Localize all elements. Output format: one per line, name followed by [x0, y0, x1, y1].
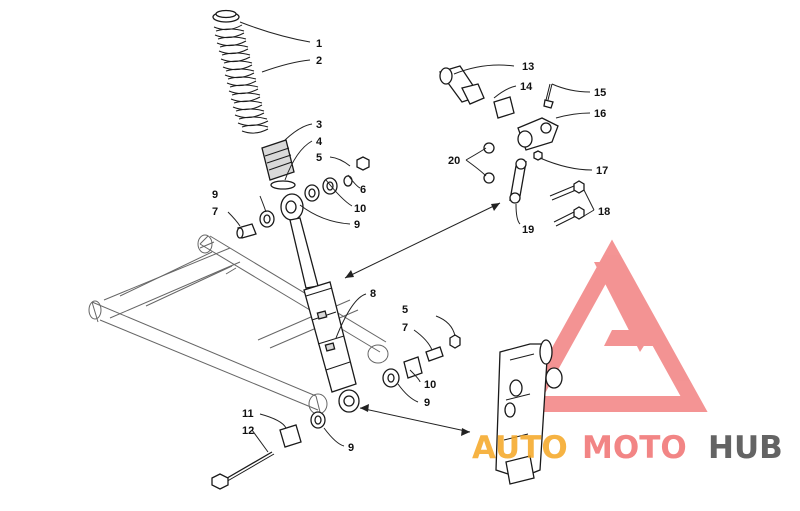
linkage-assembly: [438, 65, 585, 227]
callout-5-upper: 5: [316, 152, 322, 164]
callout-17: 17: [596, 165, 608, 177]
callout-1: 1: [316, 38, 322, 50]
callout-20: 20: [448, 155, 460, 167]
callout-6: 6: [360, 184, 366, 196]
callout-14: 14: [520, 81, 533, 93]
leader-lines: [227, 21, 595, 453]
callout-7-upper: 7: [212, 206, 218, 218]
watermark-hub: HUB: [708, 430, 783, 466]
callout-10-lower: 10: [424, 379, 436, 391]
callout-15: 15: [594, 87, 606, 99]
callout-9-upper-left: 9: [212, 189, 218, 201]
callout-7-lower: 7: [402, 322, 408, 334]
watermark-auto: AUTO: [472, 430, 568, 466]
callout-12: 12: [242, 425, 254, 437]
watermark-logo: [516, 239, 708, 412]
watermark-text: AUTO MOTO HUB: [472, 430, 783, 466]
callout-16: 16: [594, 108, 606, 120]
coil-spring: [212, 9, 269, 134]
shock-sleeve: [261, 139, 296, 190]
shock-absorber: [280, 193, 360, 413]
callout-19: 19: [522, 224, 534, 236]
upper-hardware: [236, 156, 370, 239]
callout-8: 8: [370, 288, 376, 300]
callout-numbers: 1 2 3 4 5 6 9 7 10 9 13 14 15 16 20 17 1…: [212, 38, 610, 454]
callout-10-upper: 10: [354, 203, 366, 215]
chassis-bracket: [495, 339, 563, 485]
callout-9-lower: 9: [348, 442, 354, 454]
callout-2: 2: [316, 55, 322, 67]
callout-5-lower: 5: [402, 304, 408, 316]
callout-9-lower-right: 9: [424, 397, 430, 409]
callout-11: 11: [242, 408, 254, 420]
callout-18: 18: [598, 206, 610, 218]
callout-3: 3: [316, 119, 322, 131]
callout-13: 13: [522, 61, 534, 73]
callout-4: 4: [316, 136, 323, 148]
lower-hardware: [211, 334, 461, 490]
reference-arrows: [344, 202, 501, 436]
callout-9-upper-right: 9: [354, 219, 360, 231]
watermark-moto: MOTO: [582, 430, 687, 466]
